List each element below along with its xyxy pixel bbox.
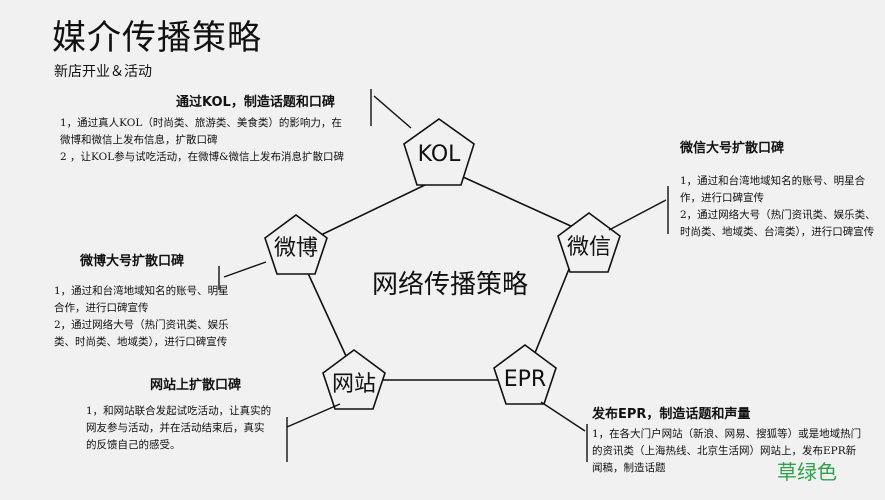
epr-leader-line (540, 401, 586, 432)
kol-callout-item: 1，通过真人KOL（时尚类、旅游类、美食类）的影响力，在微博和微信上发布信息，扩… (60, 117, 342, 146)
node-wangzhan-shape (322, 349, 386, 410)
kol-callout-item: 2 ，让KOL参与试吃活动，在微博&微信上发布消息扩散口碑 (60, 151, 345, 163)
node-epr-label: EPR (503, 367, 547, 392)
node-weibo-label: 微博 (273, 236, 318, 261)
weibo-callout-heading: 微博大号扩散口碑 (80, 254, 185, 269)
kol-callout: 通过KOL，制造话题和口碑 1，通过真人KOL（时尚类、旅游类、美食类）的影响力… (60, 94, 352, 166)
epr-callout: 发布EPR，制造话题和声量 1，在各大门户网站（新浪、网易、搜狐等）或是地域热门… (592, 406, 862, 477)
wangzhan-callout: 网站上扩散口碑 1，和网站联合发起试吃活动，让真实的网友参与活动，并在活动结束后… (82, 377, 272, 454)
node-epr-shape (493, 344, 557, 405)
node-weixin-shape (557, 212, 621, 273)
kol-leader-line (373, 95, 412, 129)
weixin-callout: 微信大号扩散口碑 1，通过和台湾地域知名的账号、明星合作，进行口碑宣传 2，通过… (680, 140, 878, 241)
page-subtitle: 新店开业＆活动 (54, 64, 152, 80)
epr-callout-heading: 发布EPR，制造话题和声量 (592, 407, 751, 422)
node-weibo-shape (264, 214, 328, 275)
weibo-callout: 微博大号扩散口碑 1，通过和台湾地域知名的账号、明星合作，进行口碑宣传 2，通过… (54, 253, 234, 351)
weixin-callout-item: 2，通过网络大号（热门资讯类、娱乐类、时尚类、地域类、台湾类），进行口碑宣传 (680, 209, 876, 238)
wangzhan-callout-heading: 网站上扩散口碑 (150, 378, 242, 393)
page-title: 媒介传播策略 (52, 18, 262, 58)
wangzhan-callout-item: 1，和网站联合发起试吃活动，让真实的网友参与活动，并在活动结束后，真实的反馈自己… (86, 405, 272, 451)
weixin-callout-item: 1，通过和台湾地域知名的账号、明星合作，进行口碑宣传 (680, 175, 866, 204)
weibo-leader-line (223, 261, 267, 278)
connector-kol-weixin (451, 171, 585, 233)
node-kol-shape (403, 118, 475, 186)
weixin-leader-line (608, 199, 667, 231)
weibo-callout-item: 1，通过和台湾地域知名的账号、明星合作，进行口碑宣传 (54, 285, 229, 314)
wangzhan-leader-line (286, 403, 341, 428)
weibo-callout-item: 2，通过网络大号（热门资讯类、娱乐类、时尚类、地域类），进行口碑宣传 (54, 319, 229, 348)
node-wangzhan-label: 网站 (331, 372, 376, 397)
epr-callout-item: 1，在各大门户网站（新浪、网易、搜狐等）或是地域热门的资讯类（上海热线、北京生活… (592, 428, 862, 474)
watermark-text: 草绿色 (777, 460, 837, 484)
weixin-callout-heading: 微信大号扩散口碑 (680, 141, 785, 156)
center-label: 网络传播策略 (371, 270, 528, 300)
node-weixin-label: 微信 (566, 235, 611, 260)
kol-callout-heading: 通过KOL，制造话题和口碑 (176, 95, 335, 110)
node-kol-label: KOL (417, 142, 461, 167)
